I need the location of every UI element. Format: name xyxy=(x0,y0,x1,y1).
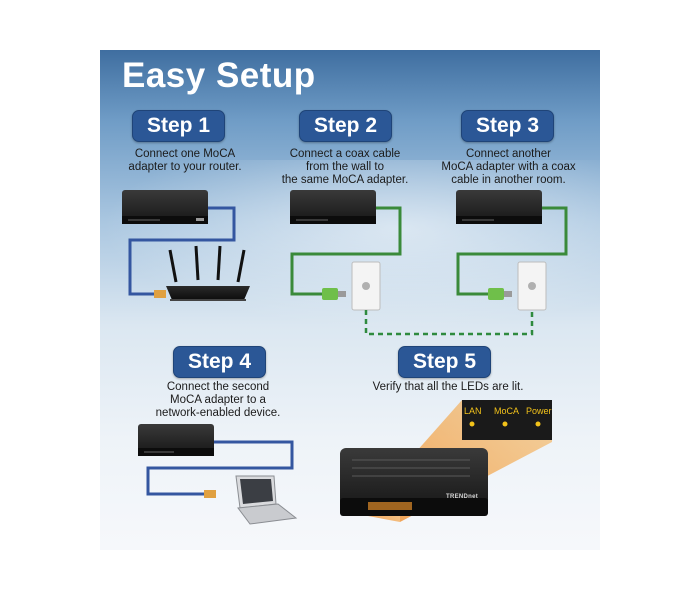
page-title: Easy Setup xyxy=(122,56,316,95)
step-2-description: Connect a coax cable from the wall to th… xyxy=(281,148,409,186)
led-label-power: Power xyxy=(526,406,552,416)
moca-adapter-icon xyxy=(138,424,214,456)
setup-panel: Easy Setup xyxy=(100,50,600,550)
led-panel xyxy=(462,400,552,440)
step-5-description: Verify that all the LEDs are lit. xyxy=(372,381,524,393)
step-2-label: Step 2 xyxy=(299,110,393,142)
rj45-plug-icon xyxy=(204,490,216,498)
in-wall-coax-link xyxy=(364,310,534,336)
step-5-label: Step 5 xyxy=(398,346,492,378)
step-1-label: Step 1 xyxy=(132,110,226,142)
led-label-lan: LAN xyxy=(464,406,482,416)
coax-connector-icon xyxy=(488,288,512,300)
rj45-plug-icon xyxy=(154,290,166,298)
step-3-description: Connect another MoCA adapter with a coax… xyxy=(441,148,576,186)
router-icon xyxy=(166,245,250,301)
setup-diagram xyxy=(122,190,568,525)
led-label-moca: MoCA xyxy=(494,406,520,416)
moca-adapter-icon xyxy=(122,190,208,224)
moca-adapter-large-icon xyxy=(340,448,488,516)
step-4-description: Connect the second MoCA adapter to a net… xyxy=(155,381,281,419)
laptop-icon xyxy=(235,475,298,525)
ethernet-cable xyxy=(146,440,294,496)
wall-coax-outlet-icon xyxy=(351,261,381,311)
coax-connector-icon xyxy=(322,288,346,300)
moca-adapter-icon xyxy=(290,190,376,224)
coax-cable xyxy=(290,206,402,296)
ethernet-cable xyxy=(128,206,236,296)
step-4-label: Step 4 xyxy=(173,346,267,378)
step-3-label: Step 3 xyxy=(461,110,555,142)
step-1-description: Connect one MoCA adapter to your router. xyxy=(128,148,242,173)
brand-logo: TRENDnet xyxy=(446,494,479,500)
wall-coax-outlet-icon xyxy=(517,261,547,311)
moca-adapter-icon xyxy=(456,190,542,224)
coax-cable xyxy=(456,206,568,296)
